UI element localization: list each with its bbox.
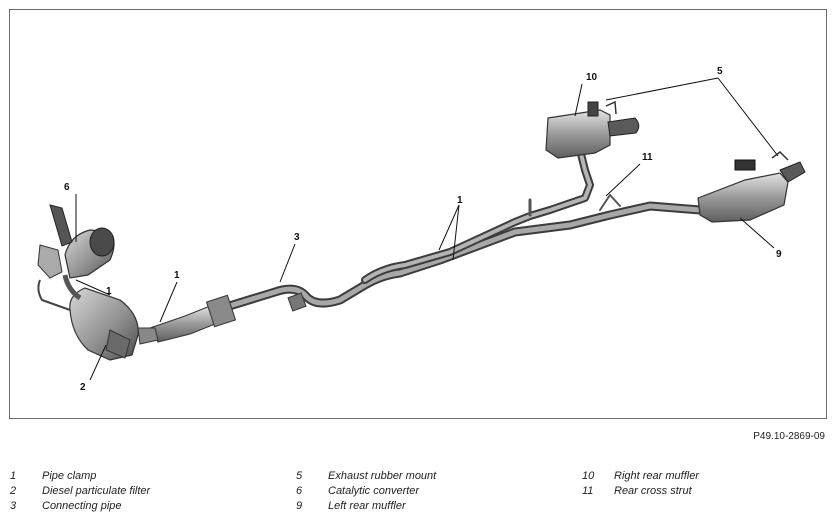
left-rear-muffler <box>697 151 806 223</box>
catalytic-converter <box>37 204 115 311</box>
callout-1-b: 1 <box>174 270 180 281</box>
right-rear-muffler <box>545 100 640 159</box>
legend-item: 6 Catalytic converter <box>296 485 436 500</box>
legend-column-1: 1 Pipe clamp 2 Diesel particulate filter 3… <box>10 470 150 515</box>
legend-number: 11 <box>582 485 594 497</box>
callout-labels: 6 1 1 2 3 1 5 10 11 9 <box>64 66 782 393</box>
callout-11: 11 <box>642 152 653 163</box>
legend-item: 1 Pipe clamp <box>10 470 150 485</box>
callout-10: 10 <box>586 72 598 83</box>
callout-9: 9 <box>776 249 782 260</box>
legend-number: 6 <box>296 485 303 497</box>
legend-label: Rear cross strut <box>614 485 692 497</box>
legend-item: 11 Rear cross strut <box>582 485 699 500</box>
diesel-particulate-filter <box>69 287 159 361</box>
legend-column-2: 5 Exhaust rubber mount 6 Catalytic convert… <box>296 470 436 515</box>
legend-label: Left rear muffler <box>328 500 406 512</box>
legend-item: 5 Exhaust rubber mount <box>296 470 436 485</box>
callout-6: 6 <box>64 182 70 193</box>
legend-label: Connecting pipe <box>42 500 122 512</box>
legend-column-3: 10 Right rear muffler 11 Rear cross strut <box>582 470 699 500</box>
legend-item: 9 Left rear muffler <box>296 500 436 515</box>
callout-2: 2 <box>80 382 86 393</box>
legend-label: Exhaust rubber mount <box>328 470 437 482</box>
legend-label: Diesel particulate filter <box>42 485 151 497</box>
legend-number: 5 <box>296 470 303 482</box>
legend-label: Pipe clamp <box>42 470 97 482</box>
legend-number: 9 <box>296 500 303 512</box>
legend-number: 3 <box>10 500 17 512</box>
figure-id: P49.10-2869-09 <box>753 431 825 442</box>
legend: 1 Pipe clamp 2 Diesel particulate filter 3… <box>10 470 810 518</box>
legend-label: Catalytic converter <box>328 485 420 497</box>
legend-label: Right rear muffler <box>614 470 699 482</box>
diagram-frame: 6 1 1 2 3 1 5 10 11 9 <box>9 9 827 419</box>
legend-item: 10 Right rear muffler <box>582 470 699 485</box>
legend-number: 2 <box>10 485 17 497</box>
legend-item: 2 Diesel particulate filter <box>10 485 150 500</box>
callout-1-a: 1 <box>106 286 112 297</box>
legend-number: 1 <box>10 470 17 482</box>
callout-5: 5 <box>717 66 723 77</box>
leader-lines <box>75 77 779 381</box>
callout-1-c: 1 <box>457 195 463 206</box>
front-pipe <box>149 292 307 343</box>
exhaust-system-drawing: 6 1 1 2 3 1 5 10 11 9 <box>37 66 806 393</box>
callout-3: 3 <box>294 232 300 243</box>
connecting-pipe <box>195 146 705 320</box>
legend-item: 3 Connecting pipe <box>10 500 150 515</box>
legend-number: 10 <box>582 470 595 482</box>
